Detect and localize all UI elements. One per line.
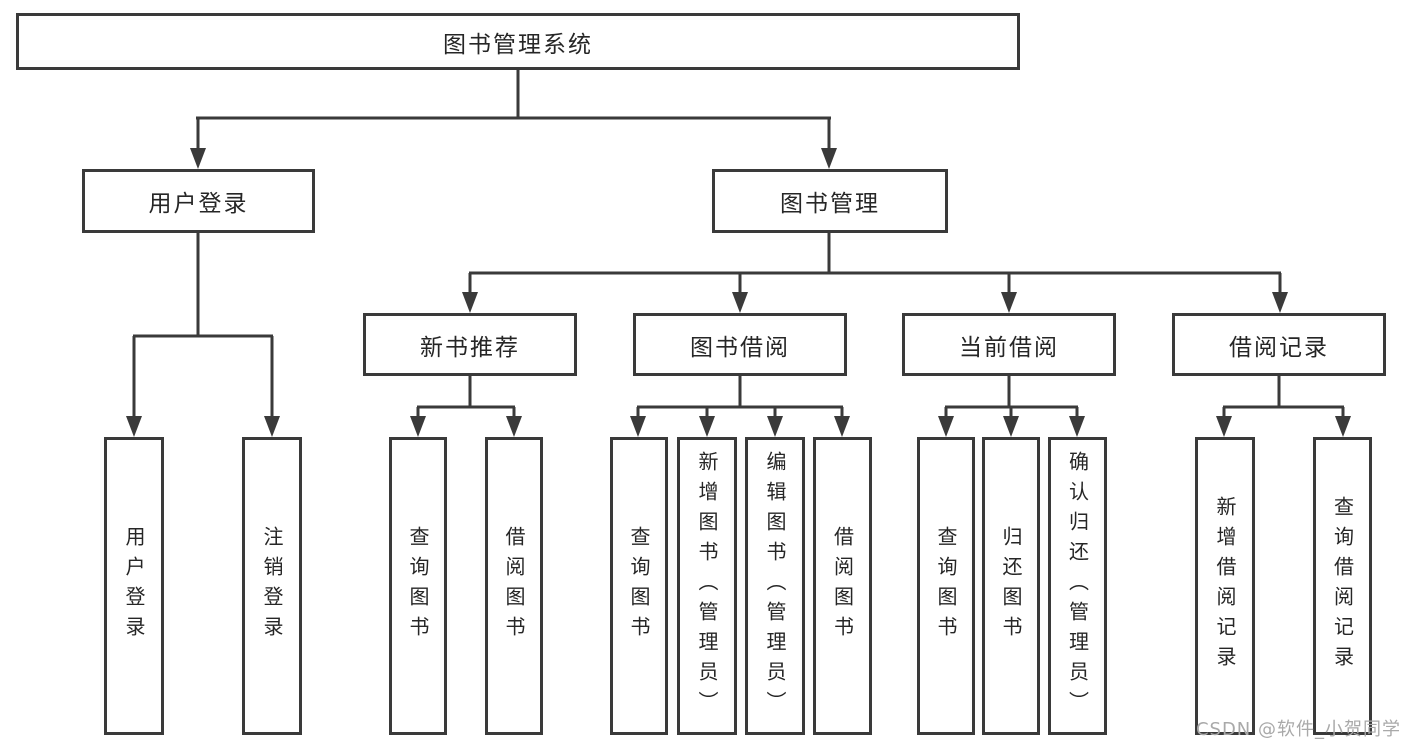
node-label: 查询图书	[406, 526, 430, 646]
node-label: 归还图书	[999, 526, 1023, 646]
node-label: 编辑图书（管理员）	[763, 451, 787, 721]
leaf-logout: 注销登录	[242, 437, 302, 735]
node-label: 借阅图书	[830, 526, 855, 646]
node-label: 注销登录	[260, 526, 284, 646]
leaf-query-book-borrow: 查询图书	[610, 437, 668, 735]
node-label: 图书借阅	[690, 334, 790, 361]
node-book-management: 图书管理	[712, 169, 948, 233]
leaf-return-book: 归还图书	[982, 437, 1040, 735]
watermark-csdn: CSDN @软件_小贺同学	[1195, 719, 1401, 740]
leaf-add-book-admin: 新增图书（管理员）	[677, 437, 737, 735]
node-label: 借阅记录	[1229, 334, 1329, 361]
node-label: 借阅图书	[502, 526, 526, 646]
node-label: 查询图书	[934, 526, 958, 646]
leaf-query-book-recommend: 查询图书	[389, 437, 447, 735]
leaf-add-borrow-record: 新增借阅记录	[1195, 437, 1255, 735]
leaf-query-book-current: 查询图书	[917, 437, 975, 735]
node-label: 新书推荐	[420, 334, 520, 361]
node-label: 图书管理系统	[443, 31, 593, 58]
node-library-management-system: 图书管理系统	[16, 13, 1020, 70]
node-label: 确认归还（管理员）	[1065, 451, 1090, 721]
node-current-borrow: 当前借阅	[902, 313, 1116, 376]
leaf-user-login: 用户登录	[104, 437, 164, 735]
node-label: 图书管理	[780, 191, 880, 217]
leaf-edit-book-admin: 编辑图书（管理员）	[745, 437, 805, 735]
node-label: 新增图书（管理员）	[695, 451, 719, 721]
node-label: 用户登录	[122, 526, 146, 646]
leaf-borrow-book-recommend: 借阅图书	[485, 437, 543, 735]
leaf-query-borrow-record: 查询借阅记录	[1313, 437, 1372, 735]
node-borrow-records: 借阅记录	[1172, 313, 1386, 376]
connector-segments	[132, 70, 1345, 423]
node-label: 新增借阅记录	[1213, 496, 1237, 676]
node-book-borrow: 图书借阅	[633, 313, 847, 376]
node-label: 查询图书	[627, 526, 651, 646]
node-label: 查询借阅记录	[1330, 496, 1355, 676]
leaf-confirm-return-admin: 确认归还（管理员）	[1048, 437, 1107, 735]
node-label: 用户登录	[148, 191, 249, 217]
leaf-borrow-book: 借阅图书	[813, 437, 872, 735]
node-user-login: 用户登录	[82, 169, 315, 233]
node-label: 当前借阅	[959, 334, 1059, 361]
arrowhead-icons	[126, 148, 1351, 437]
node-new-book-recommend: 新书推荐	[363, 313, 577, 376]
